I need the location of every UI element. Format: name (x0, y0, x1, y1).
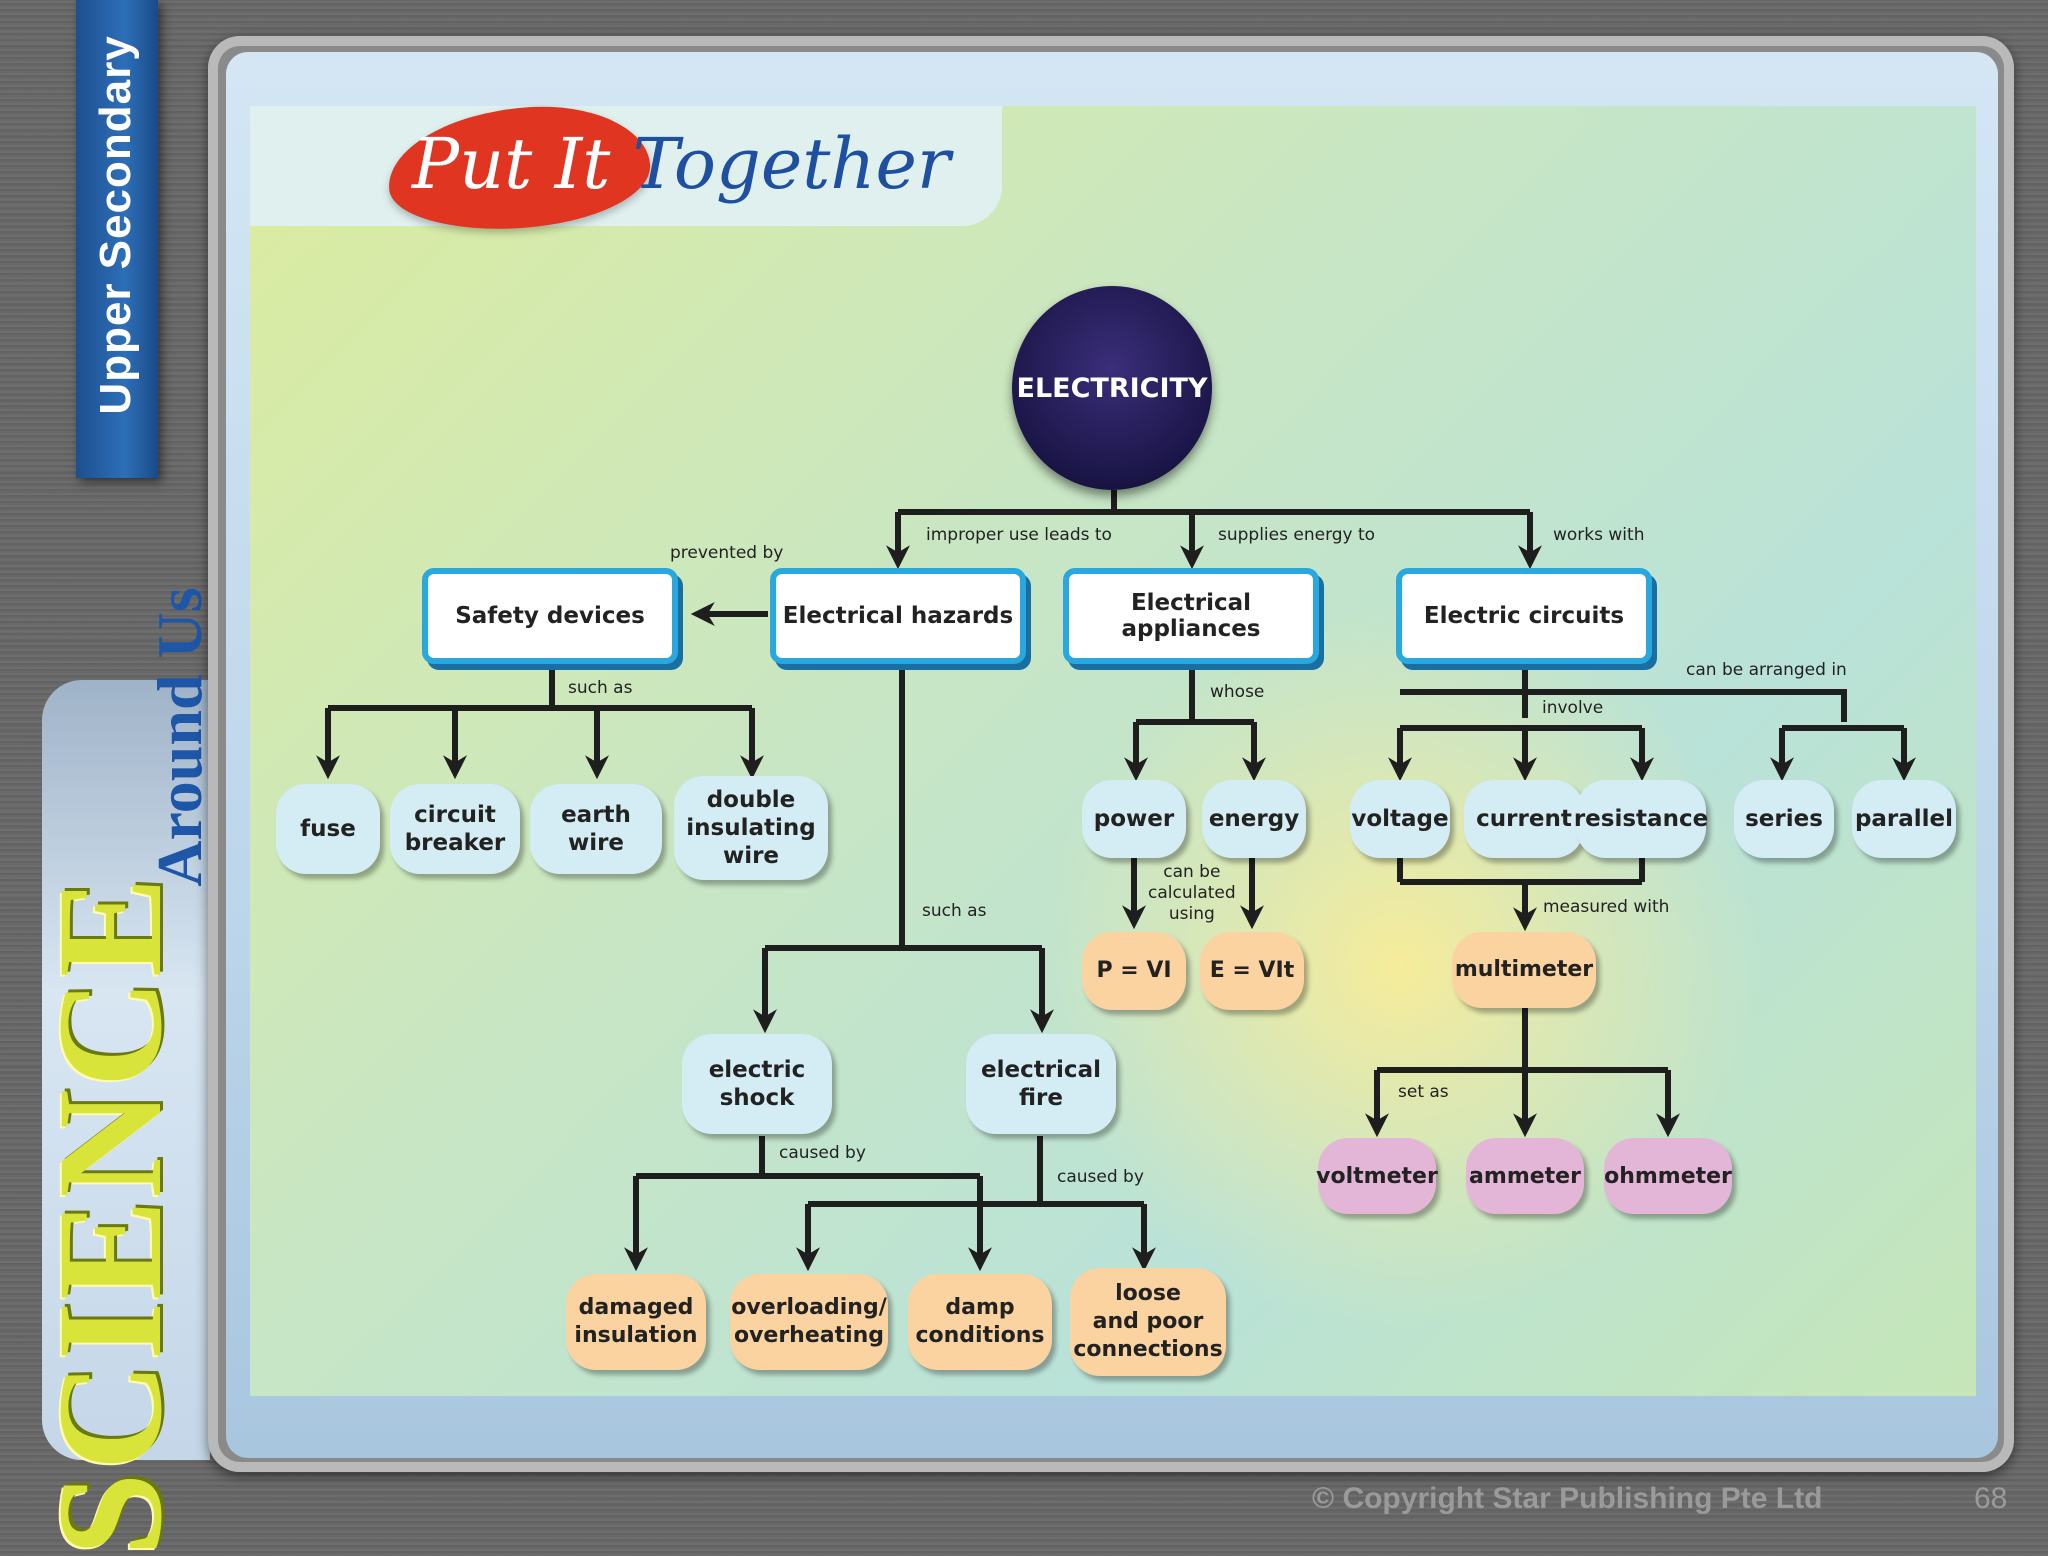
label-works-with: works with (1553, 525, 1645, 545)
node-fuse: fuse (276, 784, 380, 874)
node-voltage: voltage (1350, 780, 1450, 858)
node-damp-conditions: damp conditions (908, 1274, 1052, 1370)
label-supplies-energy: supplies energy to (1218, 525, 1376, 545)
label-prevented-by: prevented by (670, 543, 784, 563)
node-multimeter: multimeter (1452, 932, 1596, 1008)
node-electric-shock: electric shock (682, 1034, 832, 1134)
title-part1: Put It (412, 123, 633, 205)
brand-strip (42, 680, 210, 1460)
node-electrical-appliances: Electrical appliances (1063, 568, 1319, 664)
side-tab: Upper Secondary (76, 0, 158, 478)
node-loose-connections: loose and poor connections (1070, 1268, 1226, 1376)
node-safety-devices: Safety devices (422, 568, 678, 664)
node-p-vi: P = VI (1082, 932, 1186, 1010)
node-circuit-breaker: circuit breaker (390, 784, 520, 874)
page-title: Put It Together (412, 104, 950, 224)
label-caused-by-fire: caused by (1057, 1167, 1144, 1187)
node-ohmmeter: ohmmeter (1604, 1138, 1732, 1214)
label-caused-by-shock: caused by (779, 1143, 866, 1163)
node-ammeter: ammeter (1466, 1138, 1584, 1214)
node-power: power (1082, 780, 1186, 858)
copyright-text: © Copyright Star Publishing Pte Ltd (1312, 1482, 1823, 1515)
label-can-be-calculated: can be calculated using (1148, 862, 1236, 924)
node-current: current (1464, 780, 1584, 858)
node-resistance: resistance (1574, 780, 1708, 858)
page-number: 68 (1974, 1482, 2008, 1515)
node-damaged-insulation: damaged insulation (566, 1274, 706, 1370)
label-measured-with: measured with (1543, 897, 1670, 917)
label-whose: whose (1210, 682, 1265, 702)
node-electrical-fire: electrical fire (966, 1034, 1116, 1134)
node-double-insulating-wire: double insulating wire (674, 776, 828, 880)
label-such-as-hazards: such as (922, 901, 987, 921)
label-such-as-safety: such as (568, 678, 633, 698)
node-earth-wire: earth wire (530, 784, 662, 874)
node-parallel: parallel (1852, 780, 1956, 858)
title-part2: Together (632, 123, 951, 205)
node-electrical-hazards: Electrical hazards (770, 568, 1026, 664)
node-overloading-overheating: overloading/ overheating (730, 1274, 888, 1370)
node-series: series (1734, 780, 1834, 858)
node-voltmeter: voltmeter (1316, 1138, 1438, 1214)
node-e-vit: E = VIt (1200, 932, 1304, 1010)
label-can-be-arranged: can be arranged in (1686, 660, 1847, 680)
node-electric-circuits: Electric circuits (1396, 568, 1652, 664)
node-electricity: ELECTRICITY (1012, 286, 1212, 490)
node-energy: energy (1202, 780, 1306, 858)
label-set-as: set as (1398, 1082, 1449, 1102)
label-improper-use: improper use leads to (926, 525, 1112, 545)
label-involve: involve (1542, 698, 1604, 718)
